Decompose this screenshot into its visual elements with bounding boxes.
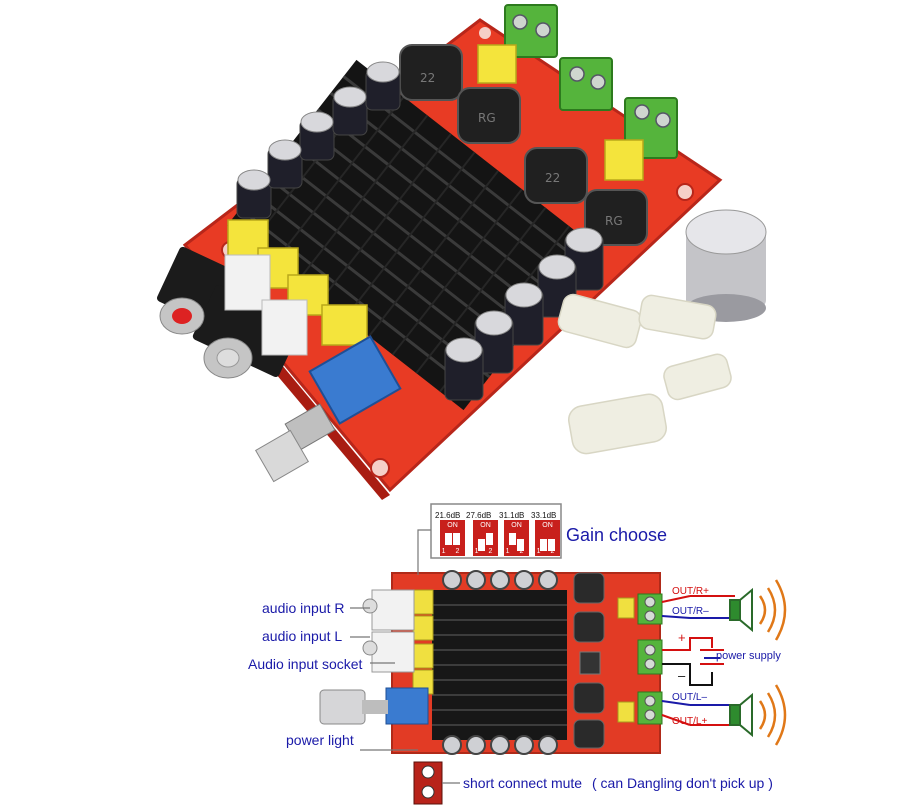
gain-option-db: 21.6dB — [435, 511, 461, 520]
dip-on-label: ON — [480, 522, 491, 529]
power-supply-label: power supply — [716, 650, 781, 662]
out-r-minus-label: OUT/R– — [672, 606, 709, 617]
speaker-right — [729, 587, 753, 633]
dip-switch-icon: ON 1 2 — [473, 520, 498, 556]
plus-label: + — [678, 630, 686, 645]
out-l-minus-label: OUT/L– — [672, 692, 708, 703]
gain-box — [430, 503, 562, 559]
gain-choose-title: Gain choose — [566, 525, 668, 545]
out-l-plus-label: OUT/L+ — [672, 716, 708, 727]
inductor-text: 22 — [420, 71, 435, 85]
dip-switch-numbers: 1 2 — [441, 548, 464, 555]
dip-switch-icon: ON 1 2 — [504, 520, 529, 556]
dip-switch-numbers: 1 2 — [536, 548, 559, 555]
out-r-plus-label: OUT/R+ — [672, 586, 709, 597]
dip-on-label: ON — [542, 522, 553, 529]
rca-jacks — [157, 246, 308, 379]
dip-on-label: ON — [447, 522, 458, 529]
diagram-knob — [319, 689, 366, 725]
short-connect-mute-label: short connect mute — [463, 775, 583, 791]
power-light-label: power light — [286, 732, 354, 748]
amplifier-board-photo: 22 RG 22 RG — [157, 4, 767, 500]
audio-input-r-label: audio input R — [262, 600, 345, 616]
inductors — [399, 44, 648, 246]
dip-switch-numbers: 1 2 — [505, 548, 528, 555]
audio-input-l-label: audio input L — [262, 628, 343, 644]
dip-switch-icon: ON 1 2 — [440, 520, 465, 556]
wiring-diagram — [319, 503, 787, 805]
plastic-standoffs — [557, 293, 732, 455]
gain-option-db: 27.6dB — [466, 511, 492, 520]
mute-note-label: ( can Dangling don't pick up ) — [592, 775, 773, 791]
speaker-left — [729, 692, 753, 738]
gain-option-db: 33.1dB — [531, 511, 557, 520]
audio-input-socket-label: Audio input socket — [248, 656, 363, 672]
gain-option-db: 31.1dB — [499, 511, 525, 520]
inductor-text: RG — [605, 214, 623, 228]
inductor-text: 22 — [545, 171, 560, 185]
potentiometer — [254, 335, 402, 483]
dip-on-label: ON — [511, 522, 522, 529]
dip-switch-numbers: 1 2 — [474, 548, 497, 555]
electrolytic-capacitors — [236, 61, 604, 401]
sound-waves — [758, 579, 787, 746]
dip-switch-icon: ON 1 2 — [535, 520, 560, 556]
minus-label: – — [678, 668, 686, 683]
inductor-text: RG — [478, 111, 496, 125]
